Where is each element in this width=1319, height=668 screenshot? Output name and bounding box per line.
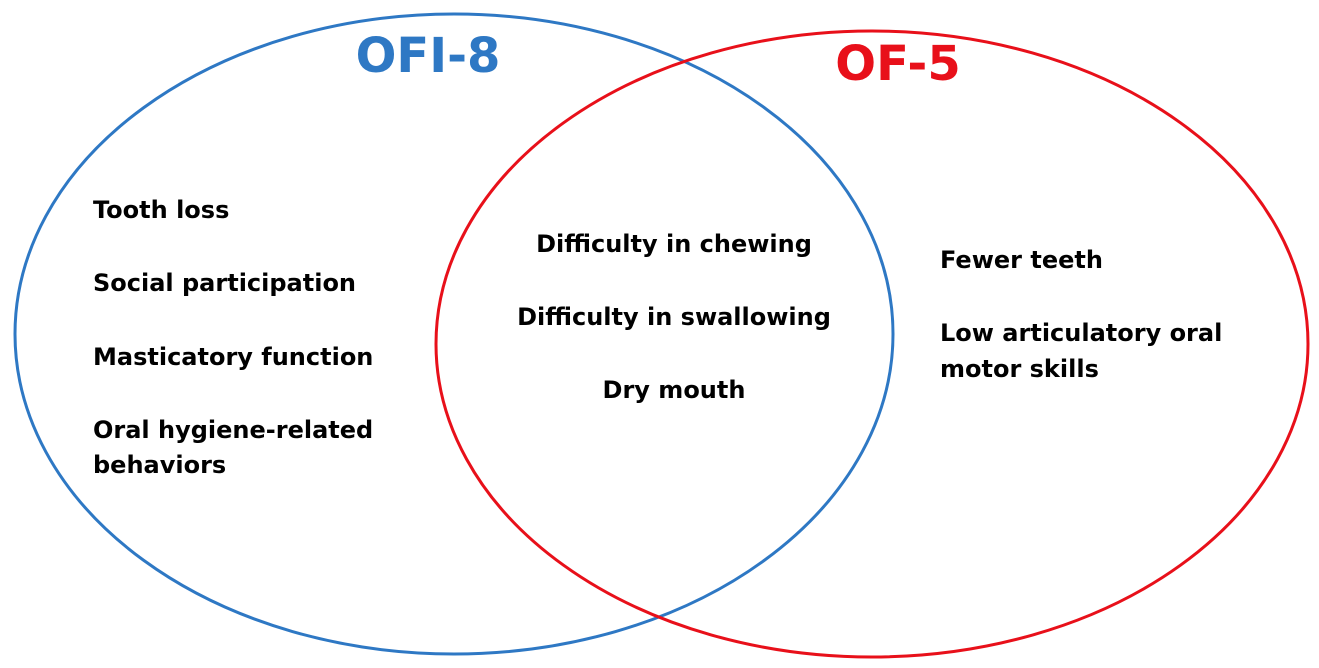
overlap-item-dry-mouth: Dry mouth [603,376,746,404]
overlap-item-chewing: Difficulty in chewing [536,230,812,258]
ofi-8-title: OFI-8 [356,28,501,84]
ofi-8-item-social-participation: Social participation [93,269,356,297]
of-5-item-articulatory-line1: Low articulatory oral [940,319,1222,347]
ofi-8-circle [13,12,895,656]
ofi-8-item-oral-hygiene-line2: behaviors [93,451,226,479]
ofi-8-item-masticatory-function: Masticatory function [93,343,373,371]
of-5-title: OF-5 [835,36,960,92]
of-5-item-fewer-teeth: Fewer teeth [940,246,1103,274]
of-5-item-articulatory-line2: motor skills [940,355,1099,383]
ofi-8-item-oral-hygiene-line1: Oral hygiene-related [93,416,373,444]
of-5-circle [434,29,1310,659]
ofi-8-item-tooth-loss: Tooth loss [93,196,229,224]
overlap-item-swallowing: Difficulty in swallowing [517,303,831,331]
